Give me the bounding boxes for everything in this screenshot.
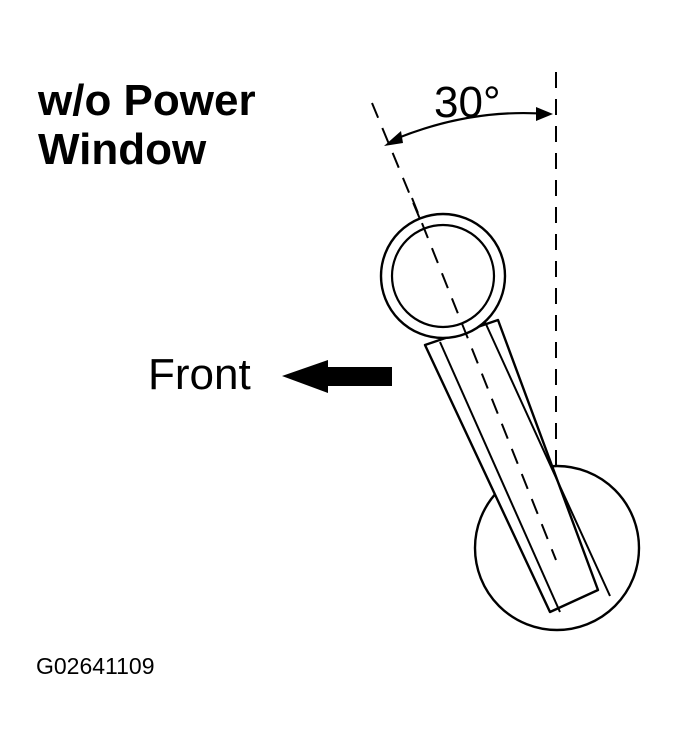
front-arrow-icon (282, 360, 392, 393)
angle-arrowhead-right (536, 107, 553, 121)
title-line-2: Window (38, 125, 207, 174)
diagram-title: w/o Power Window (38, 76, 256, 174)
crank-centerline (411, 197, 557, 561)
figure-code: G02641109 (36, 653, 155, 679)
front-direction-label: Front (148, 350, 251, 399)
crank-arm-inner-line (439, 341, 561, 613)
angle-arc (392, 111, 549, 142)
crank-arm-inner-line (484, 321, 611, 597)
title-line-1: w/o Power (38, 76, 256, 125)
angle-label: 30° (434, 78, 501, 127)
angle-arrowhead-left (384, 131, 403, 146)
